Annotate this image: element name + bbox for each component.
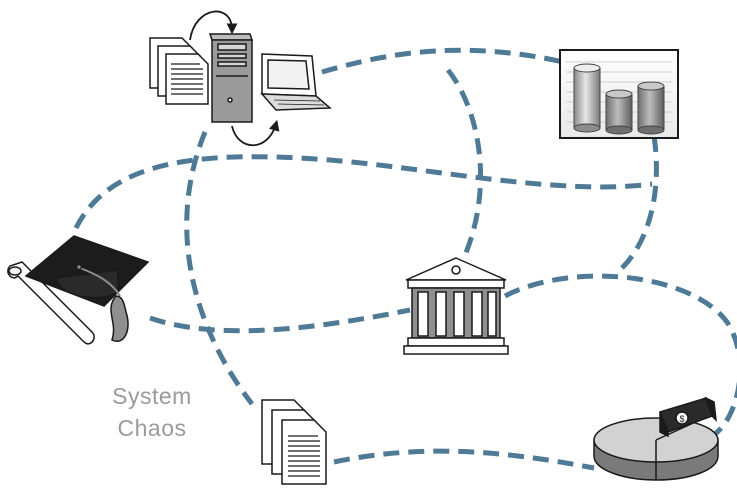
connector-laptop-to-chart xyxy=(321,47,581,75)
connector-chart-to-bank xyxy=(446,68,484,264)
graduation-cap-icon xyxy=(7,235,150,345)
bar-chart-board-icon xyxy=(559,49,679,139)
caption-line-2: Chaos xyxy=(117,415,187,441)
connector-chart-right-down xyxy=(620,135,659,270)
laptop-icon xyxy=(260,53,332,111)
dollar-sign-label: $ xyxy=(679,414,684,424)
connector-lines xyxy=(73,47,737,471)
connector-bank-to-pie xyxy=(503,273,737,439)
server-icon xyxy=(208,33,254,123)
document-stack-icon xyxy=(149,37,209,105)
connector-cap-to-chart xyxy=(73,154,653,230)
bank-building-icon xyxy=(403,257,509,355)
documents-icon xyxy=(261,399,327,485)
diagram-caption: System Chaos xyxy=(72,380,232,444)
caption-line-1: System xyxy=(112,383,192,409)
connector-documents-to-pie xyxy=(333,448,595,471)
connector-server-to-documents xyxy=(184,131,254,406)
pie-chart-icon: $ xyxy=(593,396,719,481)
sync-arrow-top-icon xyxy=(189,10,238,41)
connector-cap-to-bank xyxy=(149,307,411,334)
sync-arrow-bottom-icon xyxy=(231,119,280,147)
